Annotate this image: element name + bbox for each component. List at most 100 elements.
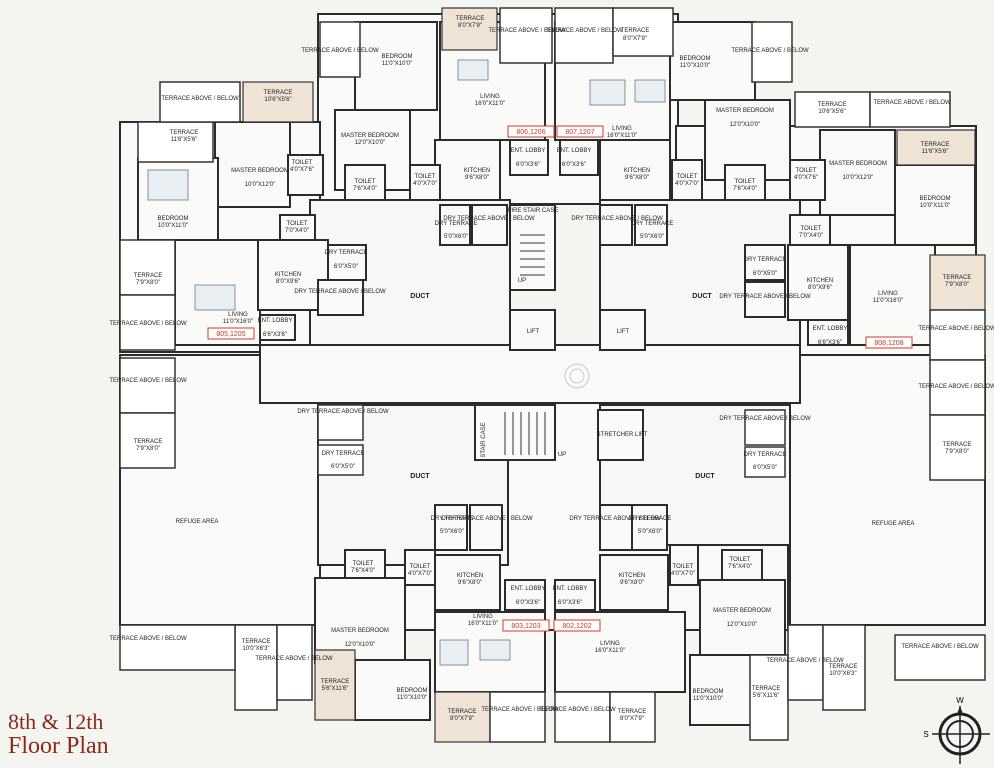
unit-808-rooms bbox=[744, 91, 986, 361]
label-terrace: TERRACE bbox=[456, 16, 485, 22]
dim-master-bedroom: 12'0"X10'0" bbox=[355, 140, 386, 146]
dim-kitchen: 9'6"X8'0" bbox=[620, 580, 644, 586]
unit-807-rooms bbox=[554, 7, 871, 246]
label-duct: DUCT bbox=[410, 473, 430, 480]
label-toilet: TOILET bbox=[292, 160, 313, 166]
dim-dry-terrace: 5'0"X6'0" bbox=[638, 529, 662, 535]
label-kitchen: KITCHEN bbox=[457, 573, 483, 579]
compass-icon: W S bbox=[923, 696, 990, 764]
dim-kitchen: 9'6"X8'0" bbox=[458, 580, 482, 586]
label-refuge-area: REFUGE AREA bbox=[872, 521, 915, 527]
label-terrace: TERRACE bbox=[829, 664, 858, 670]
unit-number: 802,1202 bbox=[562, 623, 591, 630]
dim-master-bedroom: 12'0"X10'0" bbox=[345, 642, 376, 648]
label-master-bedroom: MASTER BEDROOM bbox=[231, 168, 289, 174]
label-dry-terrace: DRY TERRACE bbox=[631, 221, 674, 227]
label-dry-terrace: DRY TERRACE bbox=[435, 221, 478, 227]
label-terrace-above-below: TERRACE ABOVE / BELOW bbox=[481, 707, 559, 713]
label-terrace: TERRACE bbox=[242, 639, 271, 645]
label-toilet: TOILET bbox=[673, 564, 694, 570]
label-bedroom: BEDROOM bbox=[381, 54, 412, 60]
label-master-bedroom: MASTER BEDROOM bbox=[829, 161, 887, 167]
dim-terrace: 10'6"X5'6" bbox=[818, 109, 845, 115]
label-terrace: TERRACE bbox=[621, 28, 650, 34]
dim-living: 16'0"X11'0" bbox=[468, 621, 498, 627]
label-ent-lobby: ENT. LOBBY bbox=[258, 318, 293, 324]
dim-terrace: 11'6"X5'6" bbox=[171, 137, 198, 143]
dim-terrace: 7'9"X8'0" bbox=[945, 449, 969, 455]
label-bedroom: BEDROOM bbox=[157, 216, 188, 222]
label-bedroom: BEDROOM bbox=[692, 689, 723, 695]
dim-ent-lobby: 6'0"X3'6" bbox=[516, 162, 540, 168]
dim-bedroom: 10'0"X11'0" bbox=[158, 223, 188, 229]
label-terrace-above-below: TERRACE ABOVE / BELOW bbox=[901, 644, 979, 650]
dim-toilet: 7'6"X4'0" bbox=[728, 564, 752, 570]
unit-803-rooms bbox=[234, 504, 546, 743]
label-lift: LIFT bbox=[527, 329, 540, 335]
dim-kitchen: 8'0"X9'6" bbox=[276, 279, 300, 285]
unit-805-rooms bbox=[119, 81, 367, 351]
label-toilet: TOILET bbox=[801, 226, 822, 232]
label-refuge-area: REFUGE AREA bbox=[176, 519, 219, 525]
label-ent-lobby: ENT. LOBBY bbox=[557, 148, 592, 154]
dim-toilet: 4'0"X7'0" bbox=[671, 571, 695, 577]
label-duct: DUCT bbox=[410, 293, 430, 300]
label-living: LIVING bbox=[228, 312, 248, 318]
label-toilet: TOILET bbox=[353, 561, 374, 567]
label-master-bedroom: MASTER BEDROOM bbox=[716, 108, 774, 114]
label-kitchen: KITCHEN bbox=[275, 272, 301, 278]
label-terrace: TERRACE bbox=[134, 273, 163, 279]
dim-dry-terrace: 5'0"X6'0" bbox=[440, 529, 464, 535]
label-terrace: TERRACE bbox=[818, 102, 847, 108]
label-terrace-above-below: TERRACE ABOVE / BELOW bbox=[301, 48, 379, 54]
label-living: LIVING bbox=[600, 641, 620, 647]
label-kitchen: KITCHEN bbox=[464, 168, 490, 174]
label-bedroom: BEDROOM bbox=[396, 688, 427, 694]
compass-w: W bbox=[956, 696, 964, 705]
label-up: UP bbox=[558, 452, 566, 458]
unit-802-rooms bbox=[554, 504, 866, 743]
label-toilet: TOILET bbox=[730, 557, 751, 563]
label-toilet: TOILET bbox=[287, 221, 308, 227]
label-dry-terrace: DRY TERRACE bbox=[629, 516, 672, 522]
unit-tag: 802,1202 bbox=[553, 619, 601, 632]
dim-terrace: 10'0"X6'3" bbox=[829, 671, 856, 677]
label-duct: DUCT bbox=[695, 473, 715, 480]
label-toilet: TOILET bbox=[735, 179, 756, 185]
label-kitchen: KITCHEN bbox=[619, 573, 645, 579]
label-fire-stair-case: FIRE STAIR CASE bbox=[508, 208, 559, 214]
label-bedroom: BEDROOM bbox=[919, 196, 950, 202]
dim-terrace: 7'9"X8'0" bbox=[945, 282, 969, 288]
dim-master-bedroom: 12'0"X10'0" bbox=[730, 122, 761, 128]
dim-dry-terrace: 6'0"X5'0" bbox=[753, 271, 777, 277]
label-ent-lobby: ENT. LOBBY bbox=[553, 586, 588, 592]
label-duct: DUCT bbox=[692, 293, 712, 300]
dim-living: 16'0"X11'0" bbox=[607, 133, 637, 139]
dim-master-bedroom: 10'0"X12'0" bbox=[245, 182, 276, 188]
dim-kitchen: 8'0"X9'6" bbox=[808, 285, 832, 291]
label-dry-terrace-above-below: DRY TERRACE ABOVE / BELOW bbox=[441, 516, 533, 522]
dim-toilet: 7'6"X4'0" bbox=[351, 568, 375, 574]
dim-terrace: 10'0"X6'3" bbox=[242, 646, 269, 652]
label-terrace: TERRACE bbox=[921, 142, 950, 148]
unit-tag: 806,1206 bbox=[507, 125, 555, 138]
label-master-bedroom: MASTER BEDROOM bbox=[331, 628, 389, 634]
dim-ent-lobby: 6'6"X3'6" bbox=[818, 340, 842, 346]
dim-dry-terrace: 6'0"X5'0" bbox=[334, 264, 358, 270]
dim-dry-terrace: 5'0"X6'0" bbox=[640, 234, 664, 240]
label-ent-lobby: ENT. LOBBY bbox=[511, 148, 546, 154]
label-ent-lobby: ENT. LOBBY bbox=[813, 326, 848, 332]
label-dry-terrace-above-below: DRY TERRACE ABOVE / BELOW bbox=[571, 216, 663, 222]
dim-dry-terrace: 6'0"X5'0" bbox=[753, 465, 777, 471]
dim-master-bedroom: 10'0"X12'0" bbox=[843, 175, 874, 181]
dim-living: 16'0"X11'0" bbox=[475, 101, 505, 107]
dim-toilet: 4'0"X7'0" bbox=[408, 571, 432, 577]
label-kitchen: KITCHEN bbox=[624, 168, 650, 174]
label-toilet: TOILET bbox=[415, 174, 436, 180]
dim-toilet: 4'0"X7'6" bbox=[794, 175, 818, 181]
unit-806-rooms bbox=[319, 7, 553, 246]
label-terrace-above-below: TERRACE ABOVE / BELOW bbox=[731, 48, 809, 54]
dim-terrace: 5'6"X11'6" bbox=[753, 693, 780, 699]
dim-bedroom: 10'0"X11'0" bbox=[920, 203, 950, 209]
